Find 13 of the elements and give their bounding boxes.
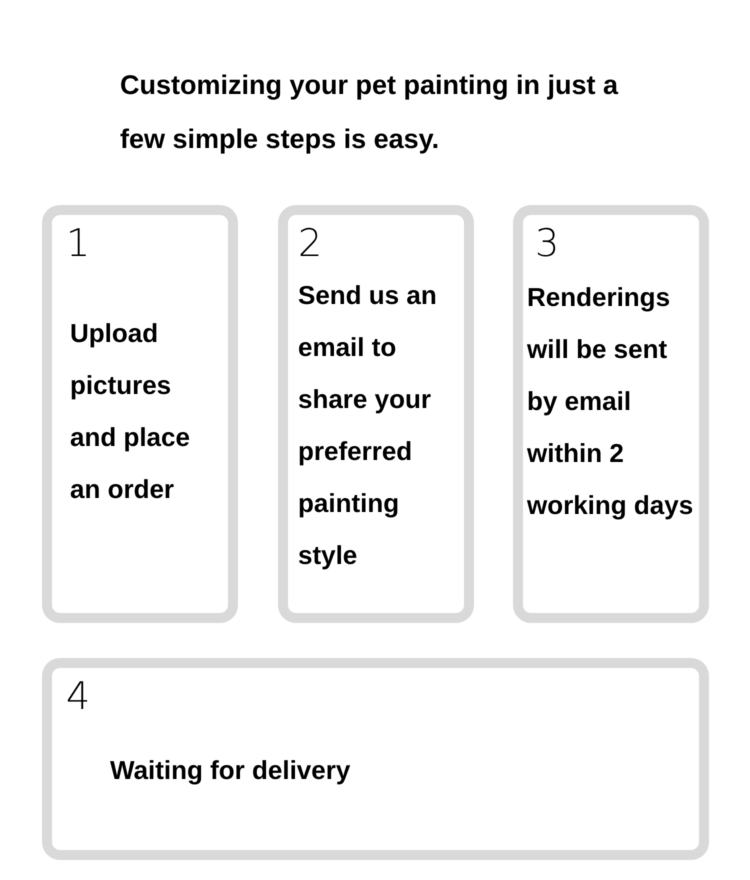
- step-description: Renderings will be sent by email within 2 working days: [527, 281, 694, 522]
- step-number: 1: [66, 221, 90, 265]
- step-number: 4: [66, 674, 90, 718]
- step-card: [42, 658, 709, 860]
- step-number: 2: [298, 221, 322, 265]
- step-description: Send us an email to share your preferred painting style: [298, 279, 438, 572]
- step-card: [42, 205, 238, 623]
- step-number: 3: [535, 221, 560, 265]
- step-card: [513, 205, 709, 623]
- step-description: Upload pictures and place an order: [70, 317, 191, 506]
- title: Customizing your pet painting in just a few simple steps is easy.: [120, 69, 620, 156]
- step-card: [278, 205, 474, 623]
- step-description: Waiting for delivery: [110, 754, 352, 787]
